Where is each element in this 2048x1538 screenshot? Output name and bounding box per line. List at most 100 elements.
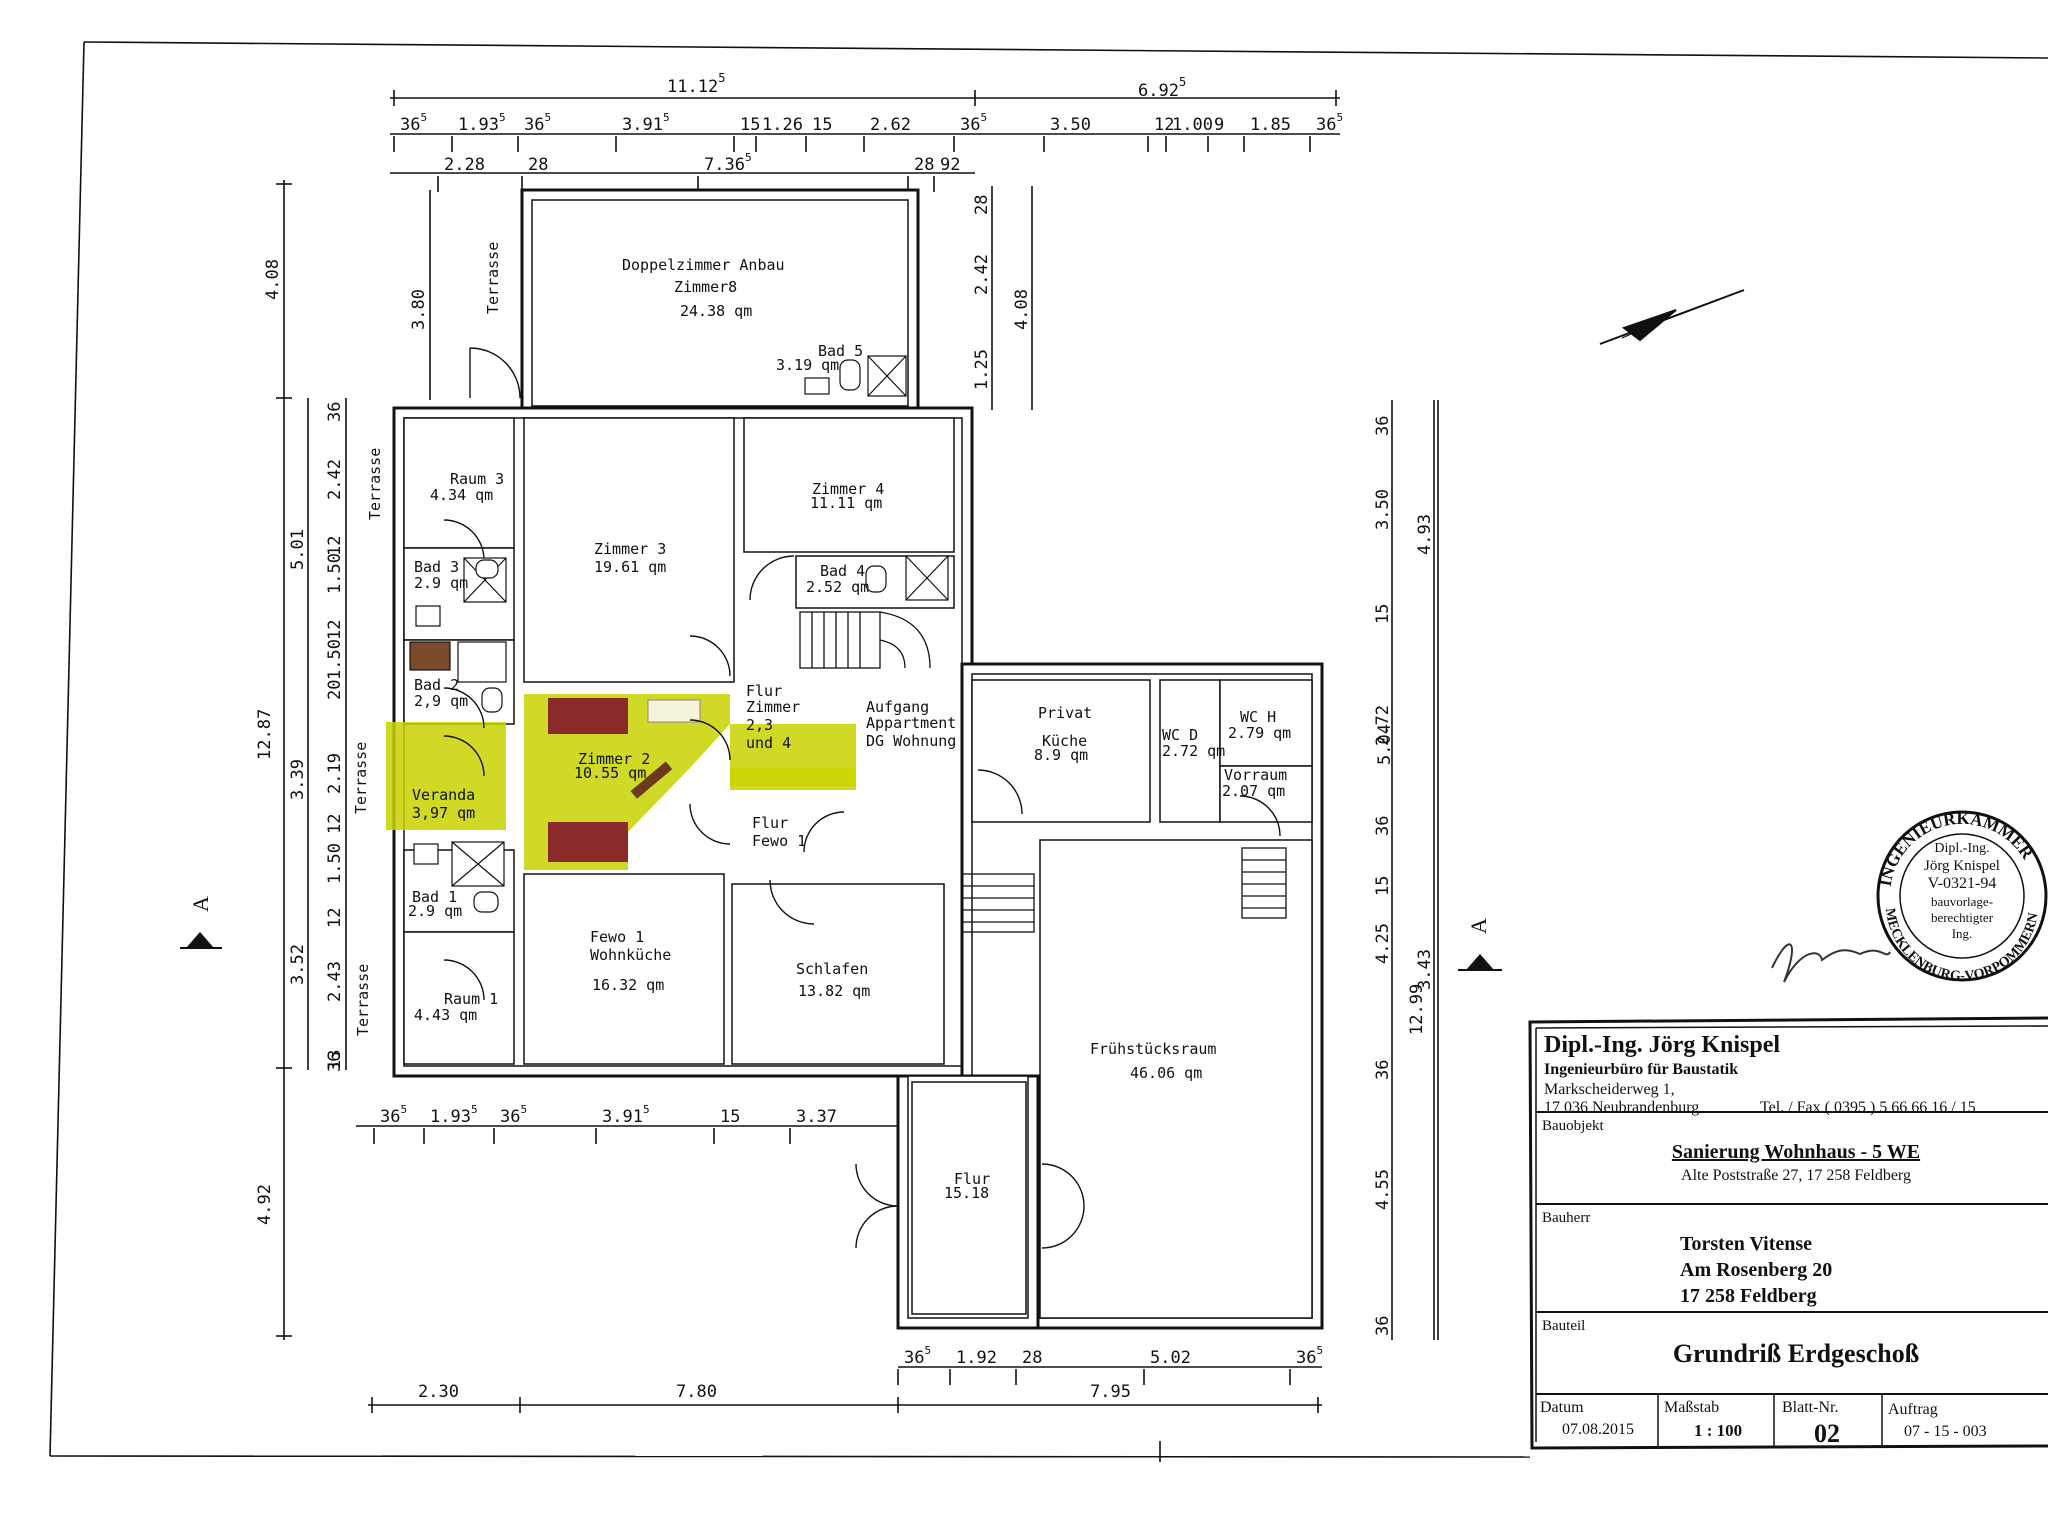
dim-right-c-3: 3.43 [1415, 949, 1435, 990]
room-area: 8.9 qm [1034, 746, 1088, 764]
dim-bottom-1-value: 1.935 [430, 1103, 478, 1127]
dim-bottom-1-value: 365 [380, 1103, 407, 1127]
dim-bottom-3-c: 7.95 [1090, 1382, 1131, 1402]
dim-right-a-1: 28 [972, 195, 992, 215]
massstab-value: 1 : 100 [1694, 1421, 1742, 1440]
dim-bottom-1-value: 365 [500, 1103, 527, 1127]
room-name: Veranda [412, 786, 475, 804]
window-marks [430, 189, 1323, 1329]
room-sub: Wohnküche [590, 946, 671, 964]
dim-top-2-value: 15 [740, 115, 760, 135]
dim-bottom-1-value: 3.37 [796, 1107, 837, 1127]
room-area: 4.34 qm [430, 486, 493, 504]
bauherr-label: Bauherr [1542, 1210, 1590, 1226]
room-name: Flur [746, 682, 782, 700]
datum-value: 07.08.2015 [1562, 1421, 1634, 1438]
dim-right-b-value: 15 [1373, 876, 1393, 896]
dim-left-inner-value: 1.50 [325, 843, 345, 884]
dim-bottom-1-value: 3.915 [602, 1103, 650, 1127]
room-name: Bad 5 [818, 342, 863, 360]
room-name: Bad 4 [820, 562, 865, 580]
dim-left-inner-value: 13 [325, 1050, 345, 1070]
dim-left-inner-value: 12 [325, 536, 345, 556]
dim-left-inner-value: 1.50 [325, 553, 345, 594]
dim-top-2-value: 3.50 [1050, 115, 1091, 135]
svg-text:A: A [188, 896, 213, 912]
room-area: 46.06 qm [1130, 1064, 1202, 1082]
room-name: Bad 2 [414, 676, 459, 694]
room-area: 11.11 qm [810, 494, 882, 512]
svg-text:Ing.: Ing. [1952, 926, 1973, 941]
dim-top-3-value: 7.365 [704, 151, 752, 175]
room-area: 24.38 qm [680, 302, 752, 320]
dim-right-a-2: 2.42 [972, 254, 992, 295]
sanitary-fixtures [409, 355, 949, 913]
signature [1771, 943, 1891, 983]
dim-top-total-b: 6.925 [1138, 75, 1186, 101]
sheet-border [49, 41, 2048, 1462]
room-area: 2.52 qm [806, 578, 869, 596]
dim-bottom-1-value: 15 [720, 1107, 740, 1127]
bed-icon [548, 822, 628, 862]
dim-right-c-4: 12.99 [1407, 984, 1427, 1035]
room-area: 3,97 qm [412, 804, 475, 822]
dim-left-inner-value: 2.43 [325, 961, 345, 1002]
door-swings [443, 347, 1281, 1249]
dim-left-mid-3: 3.39 [288, 759, 308, 800]
room-name: WC D [1162, 726, 1198, 744]
room-name: Zimmer 3 [594, 540, 666, 558]
dim-bottom-2-value: 28 [1022, 1348, 1042, 1368]
room-area: 2.72 qm [1162, 742, 1225, 760]
bauobjekt-address: Alte Poststraße 27, 17 258 Feldberg [1681, 1167, 1911, 1184]
dim-top-2-value: 1.00 [1172, 115, 1213, 135]
bauherr-name: Torsten Vitense [1680, 1233, 1812, 1255]
engineer-office: Ingenieurbüro für Baustatik [1544, 1061, 1738, 1078]
room-area: 4.43 qm [414, 1006, 477, 1024]
dim-top-2-value: 9 [1214, 115, 1224, 135]
dim-top-2-value: 2.62 [870, 115, 911, 135]
engineer-name: Dipl.-Ing. Jörg Knispel [1544, 1032, 1780, 1058]
dim-top-2-value: 1.26 [762, 115, 803, 135]
dim-top-2-value: 365 [1316, 111, 1343, 135]
room-sub: DG Wohnung [866, 732, 956, 750]
room-name: Raum 1 [444, 990, 498, 1008]
dim-right-b-value: 2.72 [1373, 705, 1393, 746]
dim-top-2-value: 365 [400, 111, 427, 135]
room-name: Frühstücksraum [1090, 1040, 1216, 1058]
dim-top-2-value: 365 [524, 111, 551, 135]
room-name: Aufgang [866, 698, 929, 716]
blatt-value: 02 [1814, 1419, 1840, 1448]
room-name: Flur [954, 1170, 990, 1188]
room-area: 2.07 qm [1222, 782, 1285, 800]
dim-top-2-value: 1.935 [458, 111, 506, 135]
dim-bottom-3-b: 7.80 [676, 1382, 717, 1402]
dim-left-inner-value: 20 [325, 680, 345, 700]
dim-top-2-value: 1.85 [1250, 115, 1291, 135]
dim-bottom-2-value: 365 [904, 1344, 931, 1368]
title-block: Dipl.-Ing. Jörg Knispel Ingenieurbüro fü… [1528, 1016, 2048, 1450]
dim-left-inner-value: 36 [325, 1052, 345, 1072]
dim-right-b-value: 3.50 [1373, 489, 1393, 530]
dim-left-outer-1: 4.08 [263, 259, 283, 300]
staircase [799, 611, 1287, 933]
room-name: Doppelzimmer Anbau [622, 256, 785, 274]
north-arrow-icon [1599, 289, 1745, 345]
dim-top-3-value: 92 [940, 155, 960, 175]
engineer-stamp: INGENIEURKAMMER MECKLENBURG-VORPOMMERN D… [1876, 809, 2048, 984]
dim-left-inner-value: 12 [325, 908, 345, 928]
room-sub: 2,3 [746, 716, 773, 734]
dim-top-3-value: 2.28 [444, 155, 485, 175]
terrace-label: Terrasse [484, 242, 502, 314]
bauteil-label: Bauteil [1542, 1318, 1585, 1334]
svg-text:bauvorlage-: bauvorlage- [1931, 894, 1993, 909]
dim-left-inner-value: 12 [325, 814, 345, 834]
dim-left-inner-value: 36 [325, 402, 345, 422]
dim-right-a-3: 1.25 [972, 349, 992, 390]
room-area: 16.32 qm [592, 976, 664, 994]
dim-right-c-2: 5.04 [1375, 724, 1395, 765]
highlight-veranda [386, 722, 506, 830]
